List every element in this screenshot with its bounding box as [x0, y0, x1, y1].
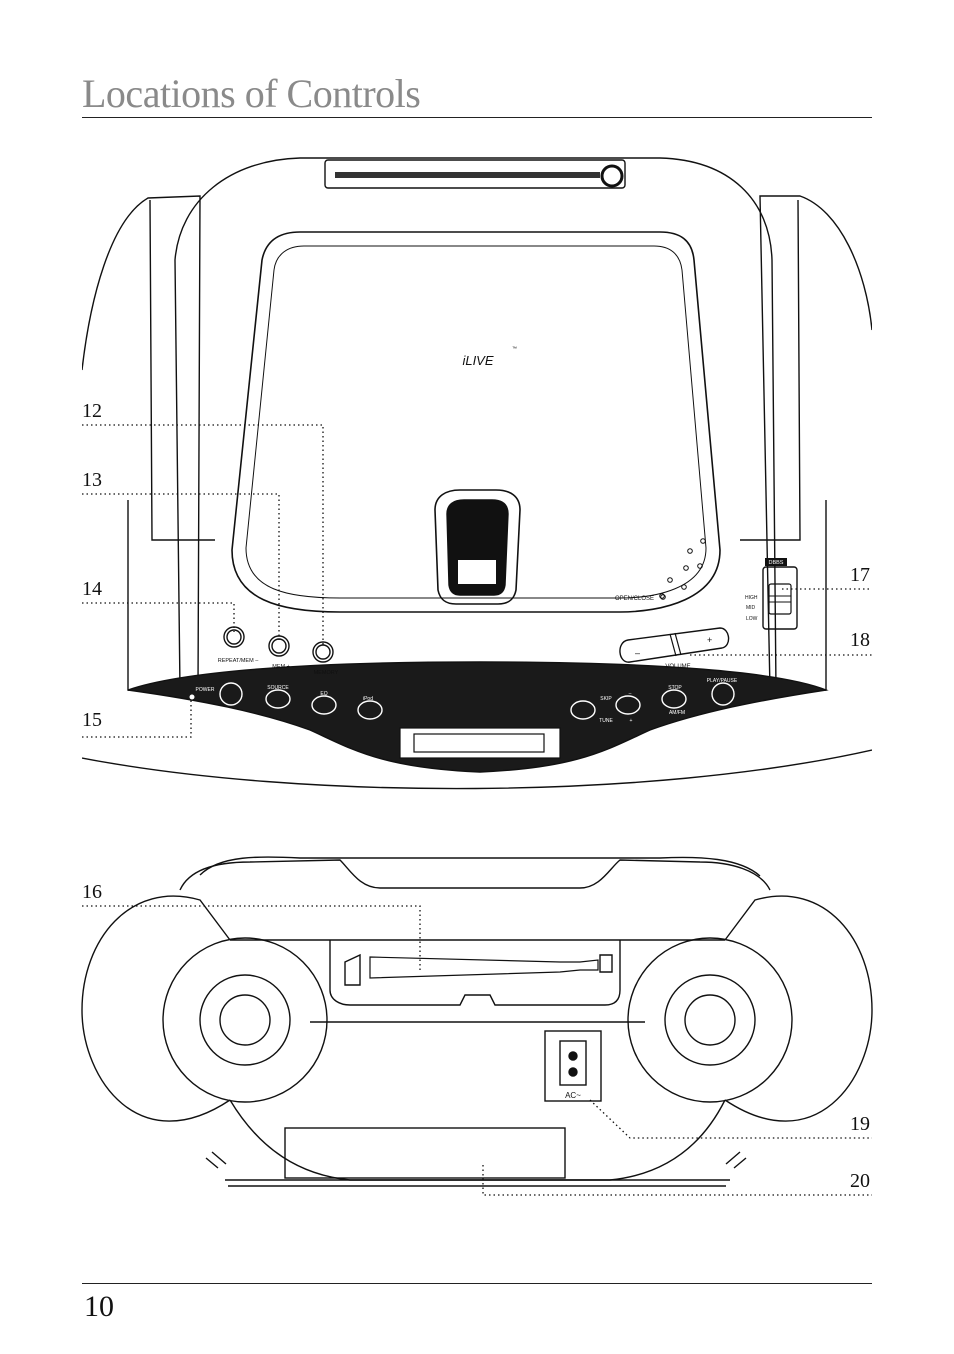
dbbs-mid: MID [746, 605, 756, 611]
back-view [81, 856, 873, 1187]
dbbs-high: HIGH [745, 595, 758, 601]
ac-socket-label: AC~ [565, 1091, 581, 1100]
play-pause-label: PLAY/PAUSE [707, 678, 738, 684]
volume-label: VOLUME [665, 664, 690, 670]
callout-12: 12 [82, 400, 102, 422]
memory-label: MEMORY [314, 670, 339, 676]
page-title: Locations of Controls [82, 71, 421, 116]
am-fm-label: AM/FM [669, 710, 685, 716]
callout-16: 16 [82, 881, 102, 903]
eq-label: EQ [320, 691, 327, 697]
title-rule [82, 117, 872, 118]
stop-label: STOP [668, 685, 682, 691]
skip-label: SKIP [600, 696, 612, 702]
callout-19: 19 [850, 1113, 870, 1135]
page-number: 10 [84, 1290, 114, 1323]
volume-plus-label: + [707, 635, 712, 645]
dbbs-label: DBBS [769, 560, 784, 566]
repeat-mem-label: REPEAT/MEM – [218, 658, 259, 664]
callout-20: 20 [850, 1170, 870, 1192]
top-view [82, 157, 872, 790]
skip-minus-label: – [629, 691, 632, 697]
ilive-logo: iLIVE [462, 353, 493, 368]
callout-18: 18 [850, 629, 870, 651]
callout-15: 15 [82, 709, 102, 731]
logo-trademark: ™ [512, 346, 517, 352]
footer-rule [82, 1283, 872, 1284]
volume-minus-label: – [635, 648, 640, 658]
leader-lines-back [82, 905, 872, 1196]
source-label: SOURCE [267, 685, 289, 691]
callout-14: 14 [82, 578, 102, 600]
open-close-label: OPEN/CLOSE [615, 596, 654, 602]
mem-plus-label: MEM + [272, 664, 290, 670]
ipod-label: iPod [363, 696, 373, 702]
skip-plus-label: + [630, 718, 633, 724]
callout-17: 17 [850, 564, 870, 586]
power-label: POWER [196, 687, 215, 693]
callout-13: 13 [82, 469, 102, 491]
dbbs-low: LOW [746, 616, 758, 622]
leader-lines-top [82, 424, 872, 738]
tune-label: TUNE [599, 718, 613, 724]
